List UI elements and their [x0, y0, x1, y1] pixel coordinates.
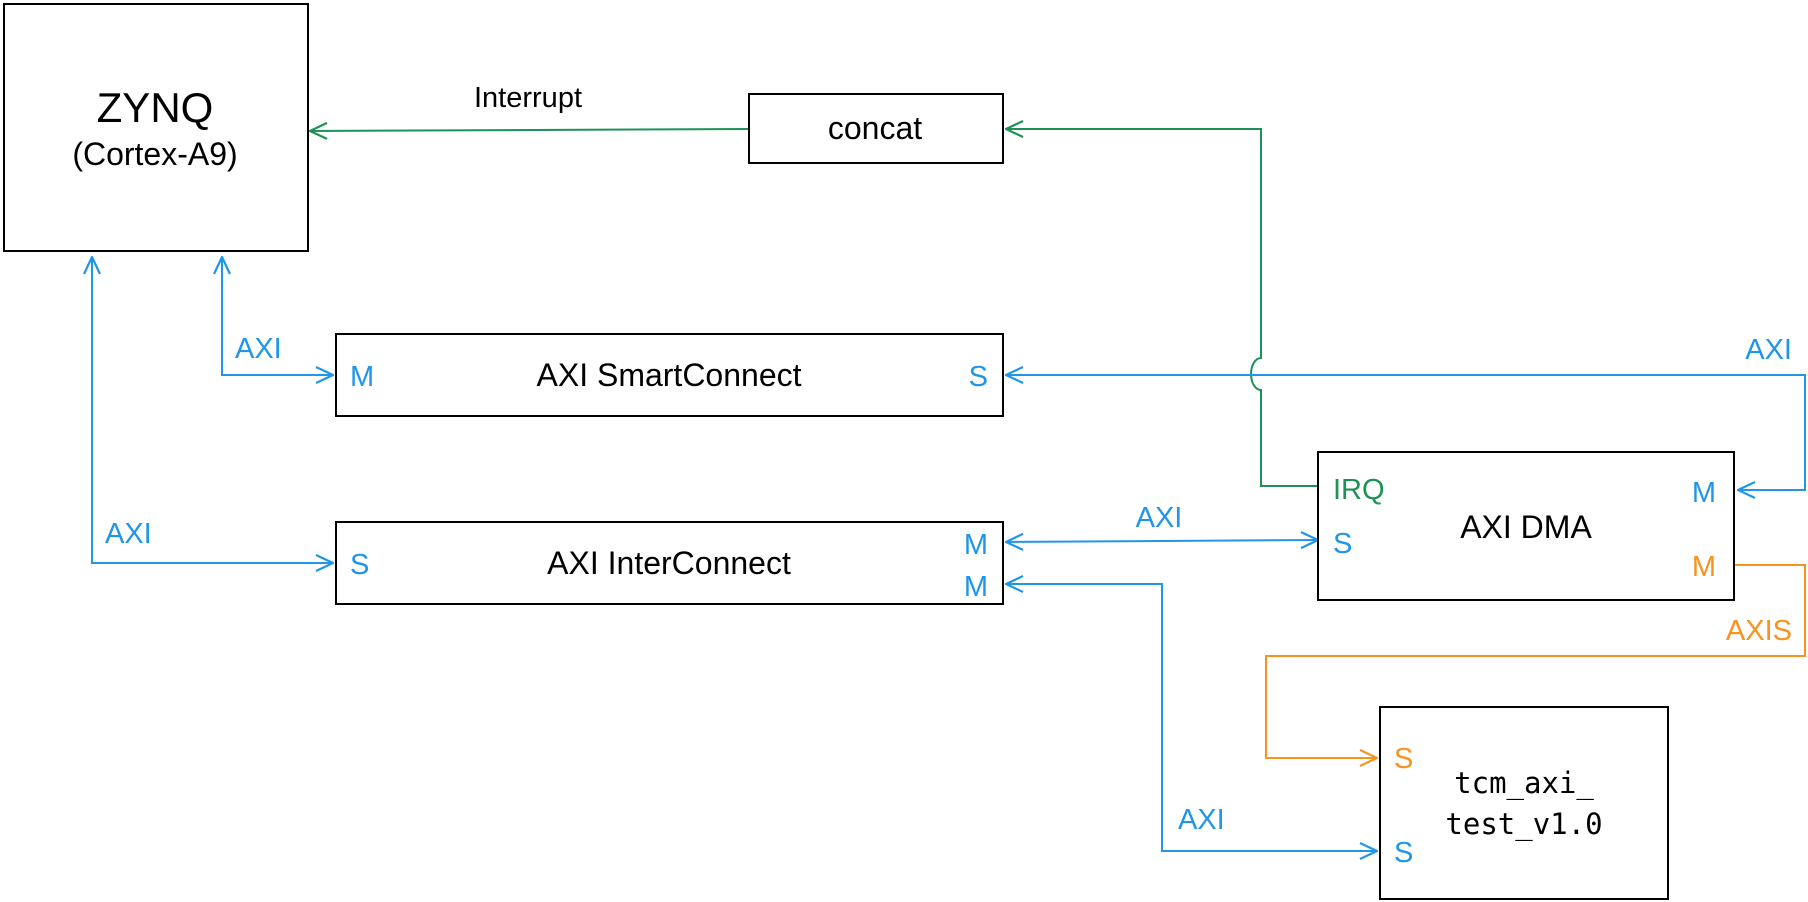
- tcm-title-line1: tcm_axi_: [1454, 766, 1594, 801]
- smartconnect-port-m: M: [350, 361, 374, 393]
- dma-title: AXI DMA: [1460, 509, 1592, 545]
- zynq-interconnect-line: [92, 257, 333, 563]
- dma-tcm-axis-line: [1265, 564, 1806, 758]
- interrupt-label: Interrupt: [474, 82, 582, 114]
- interconnect-dma-line: [1006, 540, 1318, 542]
- interconnect-tcm-line: [1006, 584, 1377, 851]
- tcm-port-s2: S: [1394, 837, 1413, 869]
- dma-smartconnect-line: [1006, 375, 1806, 490]
- dma-tcm-axis-label: AXIS: [1726, 615, 1792, 647]
- tcm-title-line2: test_v1.0: [1445, 807, 1602, 842]
- dma-port-m2: M: [1692, 551, 1716, 583]
- zynq-title: ZYNQ: [97, 84, 214, 131]
- smartconnect-port-s: S: [969, 361, 988, 393]
- dma-smartconnect-label: AXI: [1745, 334, 1792, 366]
- interconnect-block: [335, 521, 1004, 605]
- dma-port-m1: M: [1692, 477, 1716, 509]
- interconnect-port-s: S: [350, 549, 369, 581]
- dma-block: [1317, 451, 1735, 601]
- tcm-port-s1: S: [1394, 743, 1413, 775]
- zynq-smartconnect-label: AXI: [235, 333, 282, 365]
- smartconnect-block: [335, 333, 1004, 417]
- interconnect-port-m1: M: [964, 529, 988, 561]
- interconnect-title: AXI InterConnect: [547, 545, 791, 581]
- interconnect-port-m2: M: [964, 571, 988, 603]
- zynq-interconnect-label: AXI: [105, 518, 152, 550]
- irq-line: [1006, 129, 1318, 487]
- concat-title: concat: [828, 110, 922, 146]
- zynq-subtitle: (Cortex-A9): [72, 136, 237, 172]
- dma-port-irq: IRQ: [1333, 474, 1385, 506]
- interconnect-dma-label: AXI: [1136, 502, 1183, 534]
- smartconnect-title: AXI SmartConnect: [537, 357, 802, 393]
- concat-block: [748, 93, 1004, 164]
- interconnect-tcm-label: AXI: [1178, 804, 1225, 836]
- tcm-block: [1379, 706, 1669, 900]
- zynq-block: [3, 3, 309, 252]
- dma-port-s: S: [1333, 528, 1352, 560]
- interrupt-line: [310, 129, 749, 131]
